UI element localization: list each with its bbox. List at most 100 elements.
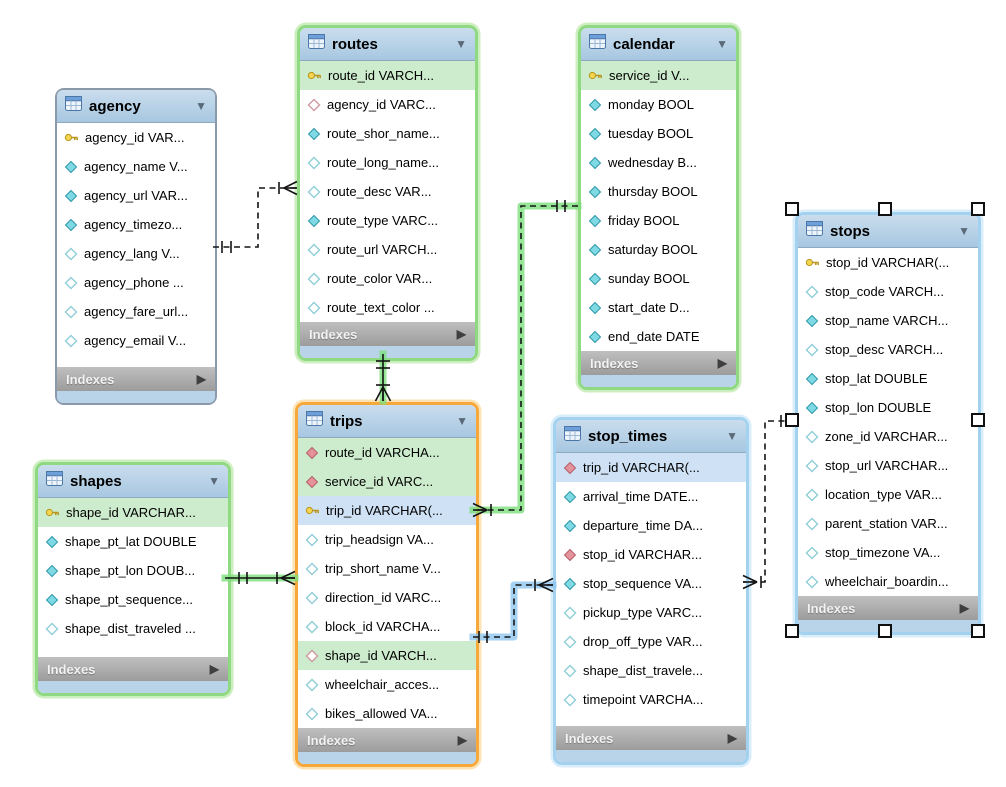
table-shapes[interactable]: shapes▼shape_id VARCHAR...shape_pt_lat D…	[35, 462, 231, 696]
column-row[interactable]: route_long_name...	[300, 148, 475, 177]
selection-handle[interactable]	[971, 413, 985, 427]
collapse-arrow-icon[interactable]: ▼	[208, 474, 220, 488]
selection-handle[interactable]	[971, 202, 985, 216]
column-row[interactable]: route_text_color ...	[300, 293, 475, 322]
column-row[interactable]: shape_dist_travele...	[556, 656, 746, 685]
indexes-footer[interactable]: Indexes▶	[38, 657, 228, 681]
column-row[interactable]: trip_id VARCHAR(...	[298, 496, 476, 525]
column-row[interactable]: direction_id VARC...	[298, 583, 476, 612]
column-row[interactable]: agency_id VARC...	[300, 90, 475, 119]
expand-arrow-icon[interactable]: ▶	[209, 662, 219, 676]
relationship-stops-stop_times[interactable]	[742, 415, 795, 590]
column-row[interactable]: tuesday BOOL	[581, 119, 736, 148]
column-row[interactable]: agency_id VAR...	[57, 123, 215, 152]
column-row[interactable]: stop_lat DOUBLE	[798, 364, 978, 393]
column-row[interactable]: trip_short_name V...	[298, 554, 476, 583]
column-row[interactable]: agency_fare_url...	[57, 297, 215, 326]
relationship-routes-trips[interactable]	[374, 350, 392, 405]
indexes-footer[interactable]: Indexes▶	[556, 726, 746, 750]
column-row[interactable]: stop_timezone VA...	[798, 538, 978, 567]
table-routes[interactable]: routes▼route_id VARCH...agency_id VARC..…	[297, 25, 478, 361]
selection-handle[interactable]	[785, 202, 799, 216]
column-row[interactable]: thursday BOOL	[581, 177, 736, 206]
selection-handle[interactable]	[878, 202, 892, 216]
column-row[interactable]: stop_desc VARCH...	[798, 335, 978, 364]
column-row[interactable]: agency_timezo...	[57, 210, 215, 239]
collapse-arrow-icon[interactable]: ▼	[716, 37, 728, 51]
column-row[interactable]: agency_lang V...	[57, 239, 215, 268]
column-row[interactable]: route_id VARCH...	[300, 61, 475, 90]
table-trips[interactable]: trips▼route_id VARCHA...service_id VARC.…	[295, 402, 479, 767]
indexes-footer[interactable]: Indexes▶	[300, 322, 475, 346]
column-row[interactable]: stop_id VARCHAR...	[556, 540, 746, 569]
column-row[interactable]: shape_id VARCHAR...	[38, 498, 228, 527]
column-row[interactable]: agency_name V...	[57, 152, 215, 181]
column-row[interactable]: shape_pt_lat DOUBLE	[38, 527, 228, 556]
column-row[interactable]: service_id V...	[581, 61, 736, 90]
column-row[interactable]: departure_time DA...	[556, 511, 746, 540]
column-row[interactable]: shape_id VARCH...	[298, 641, 476, 670]
column-row[interactable]: agency_phone ...	[57, 268, 215, 297]
relationship-trips-stop_times[interactable]	[469, 577, 557, 644]
column-row[interactable]: zone_id VARCHAR...	[798, 422, 978, 451]
column-row[interactable]: agency_url VAR...	[57, 181, 215, 210]
column-row[interactable]: route_desc VAR...	[300, 177, 475, 206]
column-row[interactable]: route_type VARC...	[300, 206, 475, 235]
collapse-arrow-icon[interactable]: ▼	[726, 429, 738, 443]
selection-handle[interactable]	[971, 624, 985, 638]
table-header-stops[interactable]: stops▼	[798, 215, 978, 248]
indexes-footer[interactable]: Indexes▶	[57, 367, 215, 391]
column-row[interactable]: end_date DATE	[581, 322, 736, 351]
column-row[interactable]: arrival_time DATE...	[556, 482, 746, 511]
column-row[interactable]: shape_pt_lon DOUB...	[38, 556, 228, 585]
column-row[interactable]: trip_headsign VA...	[298, 525, 476, 554]
collapse-arrow-icon[interactable]: ▼	[195, 99, 207, 113]
column-row[interactable]: block_id VARCHA...	[298, 612, 476, 641]
collapse-arrow-icon[interactable]: ▼	[958, 224, 970, 238]
column-row[interactable]: agency_email V...	[57, 326, 215, 355]
column-row[interactable]: start_date D...	[581, 293, 736, 322]
column-row[interactable]: saturday BOOL	[581, 235, 736, 264]
column-row[interactable]: stop_code VARCH...	[798, 277, 978, 306]
selection-handle[interactable]	[785, 624, 799, 638]
column-row[interactable]: shape_dist_traveled ...	[38, 614, 228, 643]
table-header-stop_times[interactable]: stop_times▼	[556, 420, 746, 453]
table-header-routes[interactable]: routes▼	[300, 28, 475, 61]
table-stop_times[interactable]: stop_times▼trip_id VARCHAR(...arrival_ti…	[553, 417, 749, 765]
table-stops[interactable]: stops▼stop_id VARCHAR(...stop_code VARCH…	[795, 212, 981, 635]
expand-arrow-icon[interactable]: ▶	[959, 601, 969, 615]
column-row[interactable]: stop_sequence VA...	[556, 569, 746, 598]
table-header-trips[interactable]: trips▼	[298, 405, 476, 438]
column-row[interactable]: stop_url VARCHAR...	[798, 451, 978, 480]
indexes-footer[interactable]: Indexes▶	[298, 728, 476, 752]
column-row[interactable]: bikes_allowed VA...	[298, 699, 476, 728]
table-header-calendar[interactable]: calendar▼	[581, 28, 736, 61]
relationship-shapes-trips[interactable]	[221, 570, 299, 586]
column-row[interactable]: stop_name VARCH...	[798, 306, 978, 335]
column-row[interactable]: stop_id VARCHAR(...	[798, 248, 978, 277]
expand-arrow-icon[interactable]: ▶	[456, 327, 466, 341]
table-agency[interactable]: agency▼agency_id VAR...agency_name V...a…	[55, 88, 217, 405]
selection-handle[interactable]	[785, 413, 799, 427]
expand-arrow-icon[interactable]: ▶	[727, 731, 737, 745]
column-row[interactable]: pickup_type VARC...	[556, 598, 746, 627]
selection-handle[interactable]	[878, 624, 892, 638]
column-row[interactable]: parent_station VAR...	[798, 509, 978, 538]
expand-arrow-icon[interactable]: ▶	[717, 356, 727, 370]
column-row[interactable]: trip_id VARCHAR(...	[556, 453, 746, 482]
indexes-footer[interactable]: Indexes▶	[581, 351, 736, 375]
column-row[interactable]: timepoint VARCHA...	[556, 685, 746, 714]
column-row[interactable]: stop_lon DOUBLE	[798, 393, 978, 422]
column-row[interactable]: monday BOOL	[581, 90, 736, 119]
column-row[interactable]: route_url VARCH...	[300, 235, 475, 264]
collapse-arrow-icon[interactable]: ▼	[456, 414, 468, 428]
indexes-footer[interactable]: Indexes▶	[798, 596, 978, 620]
expand-arrow-icon[interactable]: ▶	[457, 733, 467, 747]
collapse-arrow-icon[interactable]: ▼	[455, 37, 467, 51]
table-header-agency[interactable]: agency▼	[57, 90, 215, 123]
column-row[interactable]: route_color VAR...	[300, 264, 475, 293]
column-row[interactable]: route_shor_name...	[300, 119, 475, 148]
column-row[interactable]: shape_pt_sequence...	[38, 585, 228, 614]
column-row[interactable]: location_type VAR...	[798, 480, 978, 509]
